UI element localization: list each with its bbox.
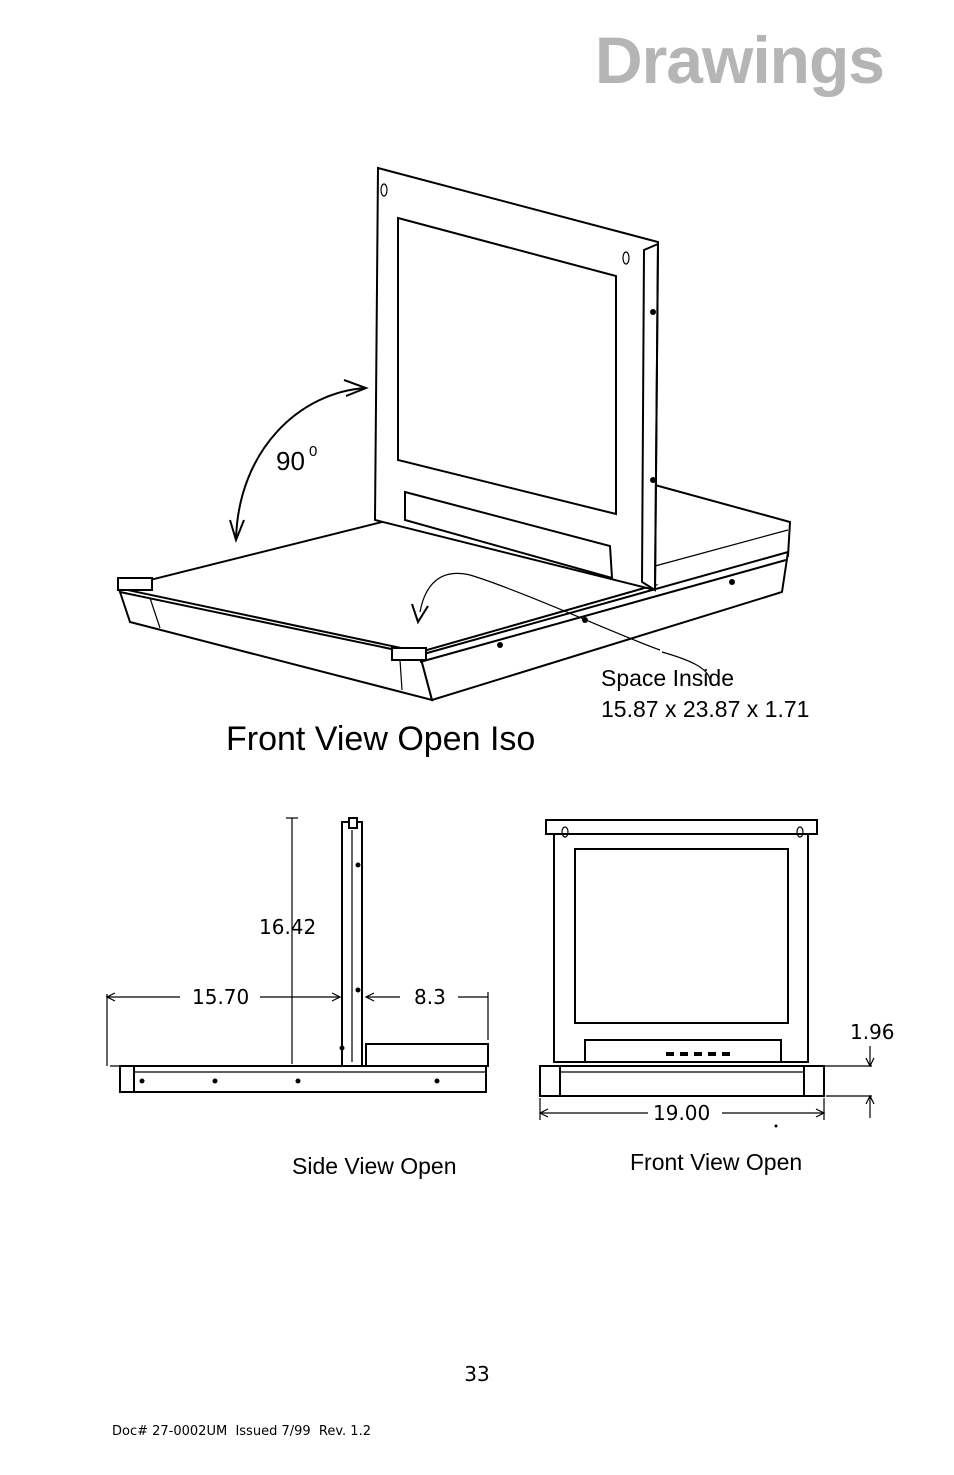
front-monitor <box>553 831 809 1063</box>
iso-screen <box>397 216 617 516</box>
iso-view-caption: Front View Open Iso <box>226 720 535 758</box>
side-view-caption: Side View Open <box>292 1153 457 1179</box>
side-base <box>119 1065 487 1093</box>
front-screen <box>574 848 789 1024</box>
side-height-dim: 16.42 <box>259 915 316 939</box>
document-footer: Doc# 27-0002UM Issued 7/99 Rev. 1.2 <box>112 1424 371 1439</box>
front-tray <box>539 1065 825 1097</box>
side-rear-box <box>365 1043 489 1067</box>
front-control-strip <box>584 1039 782 1063</box>
rotation-angle-value: 90 <box>276 446 305 476</box>
front-width-dim: 19.00 <box>653 1101 710 1125</box>
iso-handle <box>404 490 614 580</box>
side-view-drawing: 16.42 15.70 8.3 Side View Open <box>105 817 489 1179</box>
front-view-caption: Front View Open <box>630 1149 802 1175</box>
front-view-drawing: 1.96 19.00 Front View Open <box>538 819 895 1175</box>
side-depth-dim: 15.70 <box>192 985 249 1009</box>
front-tray-height-dim: 1.96 <box>850 1020 895 1044</box>
page-number: 33 <box>464 1362 490 1386</box>
rotation-arrow <box>235 387 367 541</box>
rotation-angle-unit: 0 <box>309 443 317 460</box>
iso-tray-side <box>418 550 790 702</box>
iso-drawing: 90 0 Space Inside 15.87 x 23.87 x 1.71 F… <box>117 166 809 758</box>
space-inside-dims: 15.87 x 23.87 x 1.71 <box>601 696 809 722</box>
page-heading: Drawings <box>594 23 885 97</box>
side-rear-dim: 8.3 <box>414 985 446 1009</box>
space-inside-label: Space Inside <box>601 665 734 691</box>
